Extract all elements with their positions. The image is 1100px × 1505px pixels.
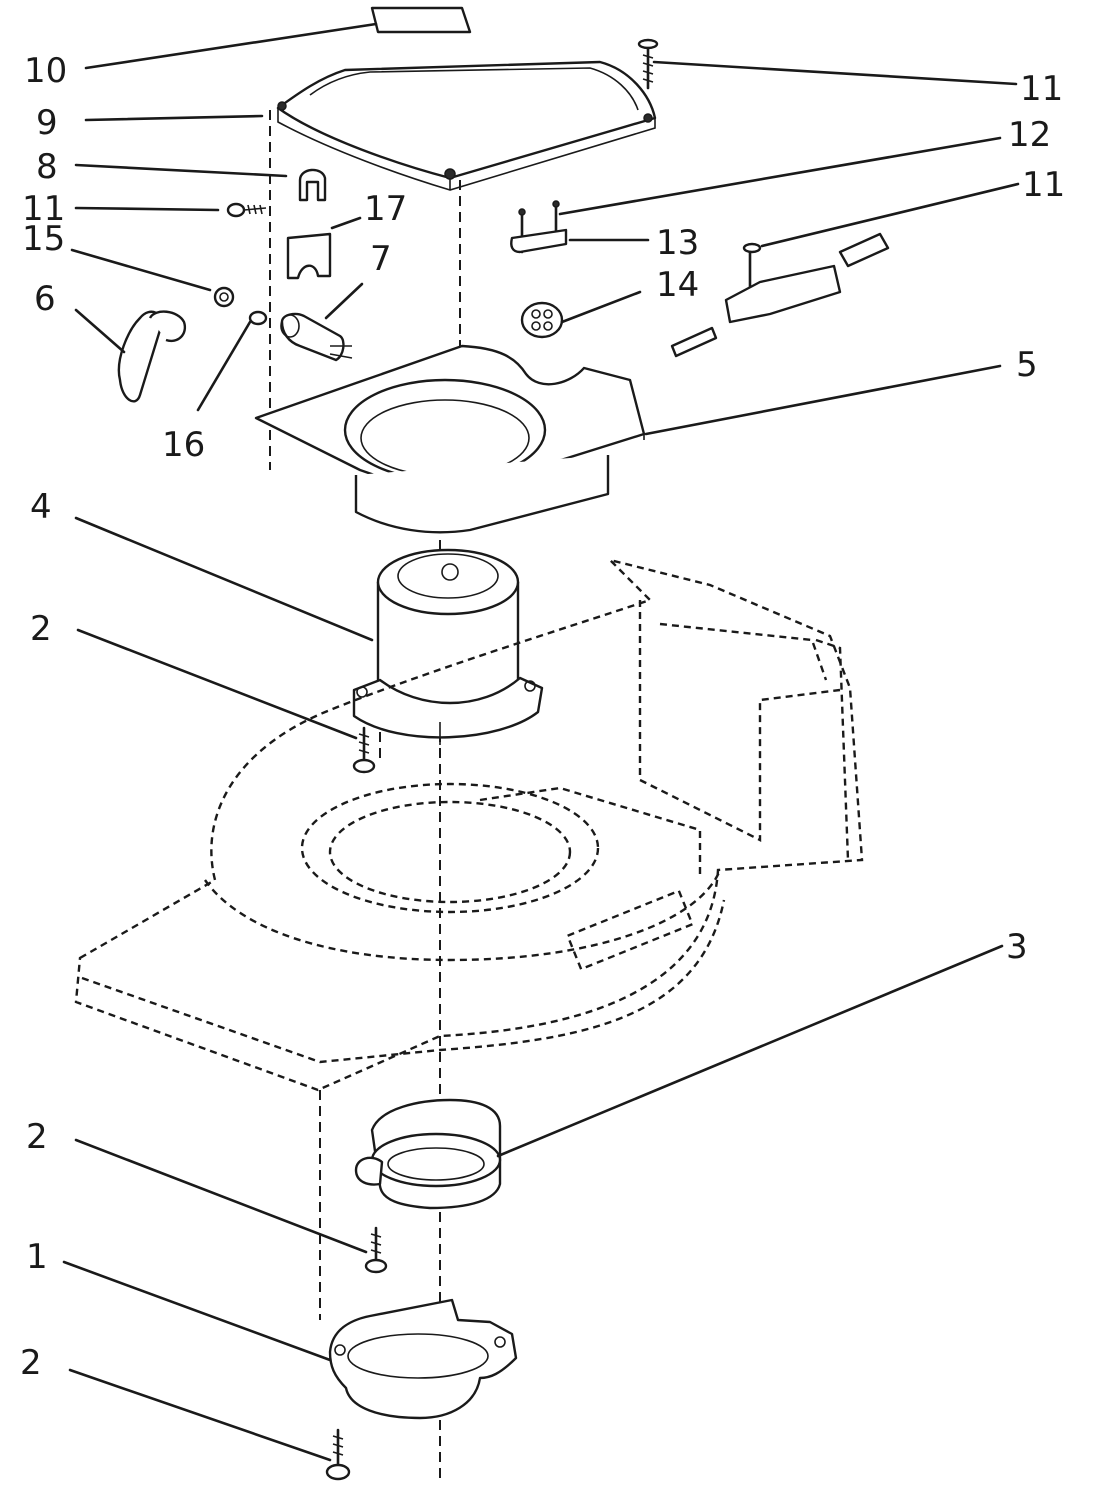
callout-7: 7	[370, 239, 392, 279]
part-7-capacitor	[280, 312, 353, 362]
callout-4: 4	[30, 487, 52, 527]
part-2-screw-motor	[352, 726, 376, 774]
callout-2-middle: 2	[26, 1117, 48, 1157]
callout-16: 16	[162, 425, 205, 465]
part-11-screw-top	[637, 38, 659, 90]
callout-1: 1	[26, 1237, 48, 1277]
callout-2-upper: 2	[30, 609, 52, 649]
part-14-grommet	[520, 301, 564, 339]
part-6-knob	[117, 310, 187, 403]
callout-5: 5	[1016, 345, 1038, 385]
callout-10: 10	[24, 51, 67, 91]
part-10-label-plate	[370, 6, 472, 34]
part-9-top-cover	[276, 60, 657, 191]
callout-17: 17	[364, 189, 407, 229]
part-17-bracket	[286, 232, 332, 280]
leader-lines	[62, 22, 1020, 1462]
callout-8: 8	[36, 147, 58, 187]
callout-9: 9	[36, 103, 58, 143]
callout-2-lower: 2	[20, 1343, 42, 1383]
callout-11-top-right: 11	[1020, 69, 1063, 109]
callout-6: 6	[34, 279, 56, 319]
part-11-switch-assembly	[670, 232, 890, 358]
part-2-screw-bottom	[325, 1428, 351, 1481]
callout-13: 13	[656, 223, 699, 263]
part-15-nut	[213, 286, 235, 308]
part-16-washer	[248, 310, 268, 326]
part-3-impeller-ring	[354, 1098, 502, 1210]
callout-14: 14	[656, 265, 699, 305]
callout-11-left: 11	[22, 189, 65, 229]
part-2-screw-middle	[364, 1226, 388, 1274]
part-13-plate	[510, 228, 568, 254]
callout-11-right: 11	[1022, 165, 1065, 205]
part-8-clip	[298, 168, 327, 202]
part-11-screw-left	[226, 202, 267, 218]
callout-12: 12	[1008, 115, 1051, 155]
part-5-housing-plate	[254, 344, 646, 534]
callout-3: 3	[1006, 927, 1028, 967]
part-4-motor	[352, 548, 544, 745]
part-1-blade-guard	[328, 1298, 518, 1420]
callout-15: 15	[22, 219, 65, 259]
callout-labels: 10 9 8 11 15 17 7 6 16 11 12 11 13 14 5 …	[20, 51, 1065, 1383]
mower-deck-outline	[74, 557, 864, 1092]
